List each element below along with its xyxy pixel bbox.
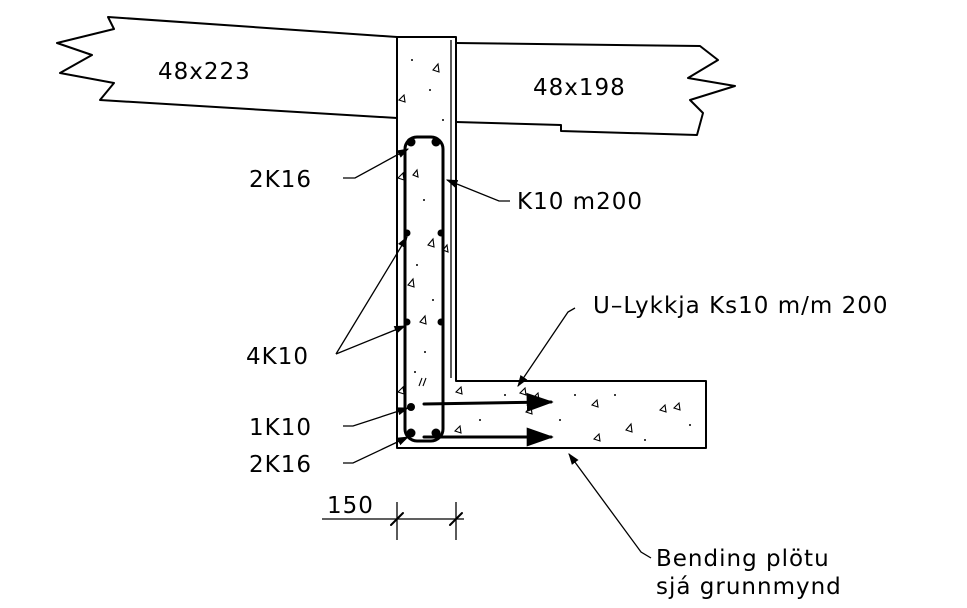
- concrete-section: [396, 36, 707, 449]
- leader-bending-plotu: [568, 453, 652, 559]
- label-2k16-bottom: 2K16: [249, 452, 312, 478]
- label-u-lykkja: U–Lykkja Ks10 m/m 200: [593, 293, 889, 319]
- rebar-dot: [431, 428, 441, 438]
- label-1k10: 1K10: [249, 415, 312, 441]
- rebar-dot: [437, 229, 445, 237]
- beam-left-label: 48x223: [158, 59, 251, 85]
- label-2k16-top: 2K16: [249, 167, 312, 193]
- wall-stirrup: [403, 135, 445, 443]
- leader-1k10: [343, 407, 410, 427]
- concrete-hatching: [396, 59, 691, 442]
- leader-u-lykkja: [517, 307, 576, 387]
- leader-4k10-b: [335, 325, 407, 355]
- timber-beam-right: 48x198: [455, 42, 736, 136]
- annotations: 2K16 K10 m200 U–Lykkja Ks10 m/m 200 4K10…: [246, 167, 889, 600]
- rebar-dot: [406, 428, 416, 438]
- leader-2k16-top: [343, 148, 410, 179]
- label-k10-m200: K10 m200: [517, 189, 643, 215]
- rebar-dot: [437, 318, 445, 326]
- dimension-150: 150: [322, 493, 464, 540]
- label-bending-plotu: Bending plötu: [656, 546, 830, 572]
- label-4k10: 4K10: [246, 344, 309, 370]
- label-sja-grunnmynd: sjá grunnmynd: [656, 574, 842, 600]
- rebar-dot: [403, 229, 411, 237]
- reinforcement: [403, 135, 554, 447]
- leader-lines: [335, 148, 652, 559]
- rebar-dot: [406, 137, 416, 147]
- leader-2k16-bottom: [343, 436, 410, 464]
- leader-4k10-a: [335, 235, 408, 355]
- rebar-dot: [403, 318, 411, 326]
- leader-k10-m200: [445, 179, 510, 202]
- u-loop-top-bar: [422, 392, 554, 412]
- beam-right-label: 48x198: [533, 75, 626, 101]
- timber-beam-left: 48x223: [56, 16, 398, 119]
- rebar-dot: [407, 403, 415, 411]
- rebar-dot: [431, 137, 441, 147]
- dimension-label: 150: [327, 493, 374, 519]
